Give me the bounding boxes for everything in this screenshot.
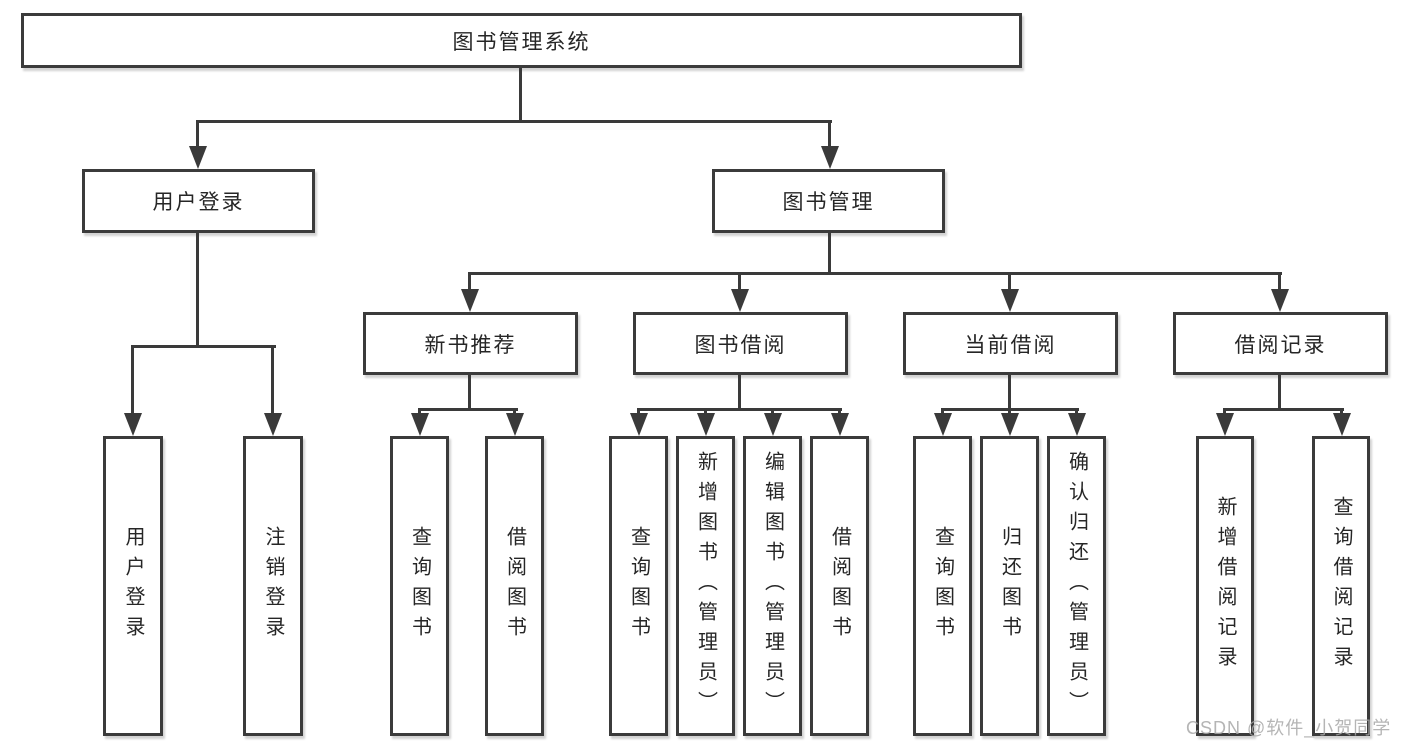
- connector-drop-C4: [838, 408, 841, 416]
- arrowhead-C4: [831, 413, 849, 436]
- arrowhead-C3: [764, 413, 782, 436]
- connector-drop-leaf-login: [131, 345, 134, 413]
- leaf-current-query-books: 查询图书: [913, 436, 972, 736]
- connector-groupD-stem: [1008, 375, 1011, 411]
- leaf-confirm-return-admin-label: 确认归还（管理员）: [1065, 451, 1088, 721]
- connector-drop-D2: [1008, 408, 1011, 416]
- connector-groupE-branch: [1224, 408, 1344, 411]
- connector-root-branch: [197, 120, 832, 123]
- connector-drop-current-borrow: [1008, 272, 1011, 289]
- arrowhead-D1: [934, 413, 952, 436]
- node-user-login: 用户登录: [82, 169, 315, 233]
- arrowhead-C2: [697, 413, 715, 436]
- leaf-logout-label: 注销登录: [262, 526, 284, 646]
- node-root-system: 图书管理系统: [21, 13, 1022, 68]
- leaf-recommend-query-books: 查询图书: [390, 436, 449, 736]
- leaf-current-query-books-label: 查询图书: [931, 526, 954, 646]
- connector-book-mgmt-stem: [828, 233, 831, 275]
- arrowhead-C1: [630, 413, 648, 436]
- connector-groupC-stem: [738, 375, 741, 411]
- csdn-watermark: CSDN @软件_小贺同学: [1186, 718, 1392, 738]
- leaf-recommend-borrow-books-label: 借阅图书: [503, 526, 526, 646]
- node-book-management: 图书管理: [712, 169, 945, 233]
- connector-drop-user-login: [196, 120, 199, 147]
- arrowhead-E2: [1333, 413, 1351, 436]
- leaf-recommend-borrow-books: 借阅图书: [485, 436, 544, 736]
- leaf-add-books-admin-label: 新增图书（管理员）: [694, 451, 717, 721]
- arrowhead-new-book: [461, 289, 479, 312]
- connector-drop-E2: [1340, 408, 1343, 416]
- connector-drop-borrow-records: [1278, 272, 1281, 289]
- leaf-return-books-label: 归还图书: [998, 526, 1021, 646]
- node-new-book-recommend-label: 新书推荐: [424, 333, 517, 357]
- leaf-recommend-query-books-label: 查询图书: [408, 526, 431, 646]
- leaf-add-borrow-record: 新增借阅记录: [1196, 436, 1254, 736]
- arrowhead-leaf-logout: [264, 413, 282, 436]
- node-user-login-label: 用户登录: [152, 191, 245, 214]
- node-borrowing-records: 借阅记录: [1173, 312, 1388, 375]
- arrowhead-book-mgmt: [821, 146, 839, 169]
- connector-drop-leaf-logout: [271, 345, 274, 413]
- connector-drop-C1: [637, 408, 640, 416]
- connector-root-stem: [519, 68, 522, 123]
- leaf-borrowing-query-books: 查询图书: [609, 436, 668, 736]
- connector-drop-B2: [513, 408, 516, 416]
- connector-groupC-branch: [638, 408, 842, 411]
- node-book-management-label: 图书管理: [782, 191, 875, 214]
- arrowhead-B2: [506, 413, 524, 436]
- connector-groupB-stem: [468, 375, 471, 411]
- connector-user-login-stem: [196, 233, 199, 348]
- node-current-borrowing-label: 当前借阅: [964, 333, 1057, 357]
- connector-drop-D3: [1075, 408, 1078, 416]
- connector-book-mgmt-branch: [469, 272, 1282, 275]
- leaf-user-login: 用户登录: [103, 436, 163, 736]
- arrowhead-leaf-login: [124, 413, 142, 436]
- arrowhead-book-borrow: [731, 289, 749, 312]
- node-root-label: 图书管理系统: [452, 30, 591, 54]
- leaf-edit-books-admin-label: 编辑图书（管理员）: [761, 451, 784, 721]
- leaf-query-borrow-record-label: 查询借阅记录: [1330, 496, 1352, 676]
- arrowhead-D2: [1001, 413, 1019, 436]
- leaf-borrowing-borrow-books: 借阅图书: [810, 436, 869, 736]
- leaf-confirm-return-admin: 确认归还（管理员）: [1047, 436, 1106, 736]
- connector-drop-book-mgmt: [828, 120, 831, 147]
- connector-drop-C3: [771, 408, 774, 416]
- node-book-borrowing: 图书借阅: [633, 312, 848, 375]
- connector-drop-C2: [704, 408, 707, 416]
- leaf-borrowing-query-books-label: 查询图书: [627, 526, 650, 646]
- arrowhead-user-login: [189, 146, 207, 169]
- leaf-add-borrow-record-label: 新增借阅记录: [1214, 496, 1236, 676]
- arrowhead-D3: [1068, 413, 1086, 436]
- leaf-user-login-label: 用户登录: [122, 526, 144, 646]
- leaf-query-borrow-record: 查询借阅记录: [1312, 436, 1370, 736]
- node-borrowing-records-label: 借阅记录: [1234, 333, 1327, 357]
- connector-drop-B1: [418, 408, 421, 416]
- connector-drop-E1: [1223, 408, 1226, 416]
- connector-drop-new-book: [468, 272, 471, 289]
- leaf-edit-books-admin: 编辑图书（管理员）: [743, 436, 802, 736]
- arrowhead-current-borrow: [1001, 289, 1019, 312]
- leaf-borrowing-borrow-books-label: 借阅图书: [828, 526, 851, 646]
- leaf-logout: 注销登录: [243, 436, 303, 736]
- arrowhead-borrow-records: [1271, 289, 1289, 312]
- leaf-add-books-admin: 新增图书（管理员）: [676, 436, 735, 736]
- arrowhead-E1: [1216, 413, 1234, 436]
- node-current-borrowing: 当前借阅: [903, 312, 1118, 375]
- connector-groupB-branch: [419, 408, 518, 411]
- node-new-book-recommend: 新书推荐: [363, 312, 578, 375]
- arrowhead-B1: [411, 413, 429, 436]
- connector-drop-book-borrow: [738, 272, 741, 289]
- node-book-borrowing-label: 图书借阅: [694, 333, 787, 357]
- connector-user-login-branch: [133, 345, 276, 348]
- connector-groupE-stem: [1278, 375, 1281, 411]
- leaf-return-books: 归还图书: [980, 436, 1039, 736]
- connector-drop-D1: [941, 408, 944, 416]
